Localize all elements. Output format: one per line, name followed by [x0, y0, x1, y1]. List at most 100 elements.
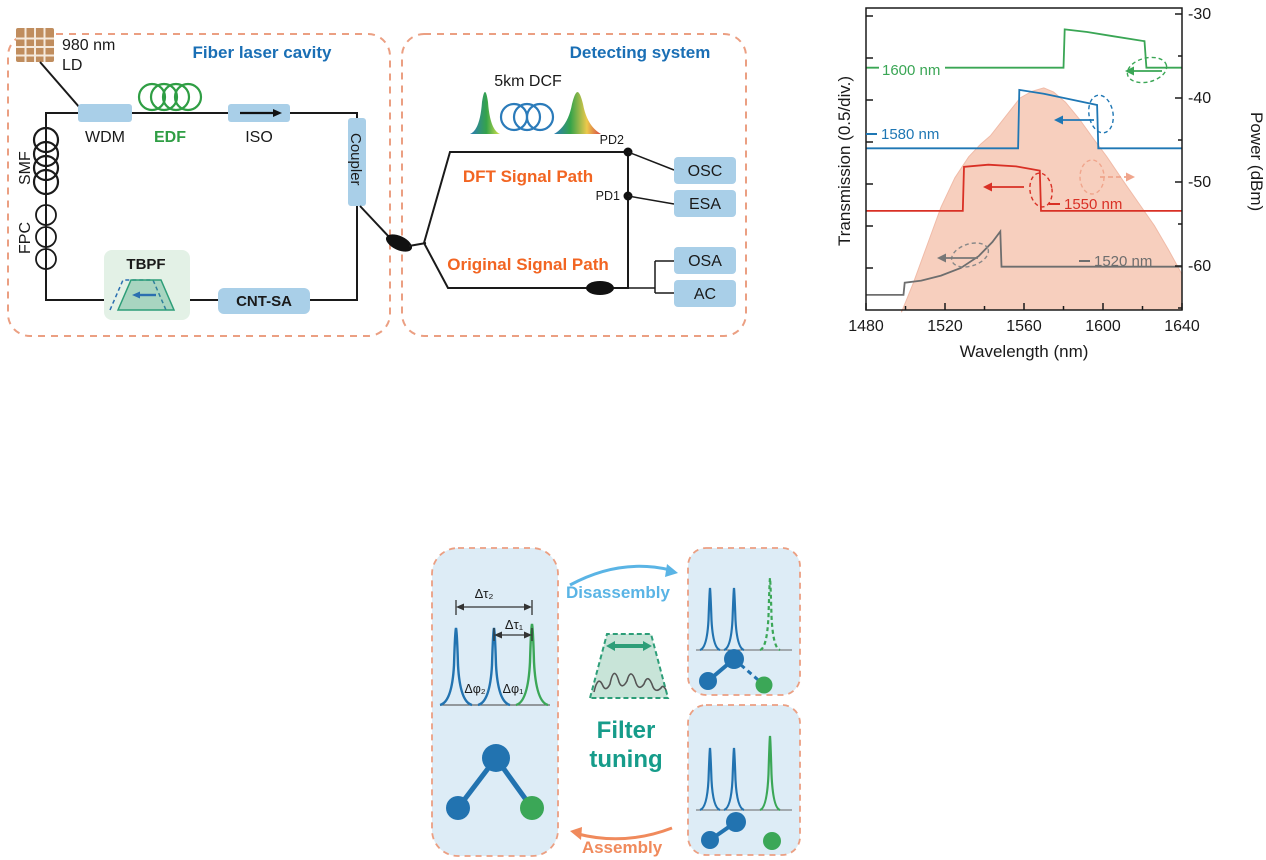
osa-box — [674, 247, 736, 274]
delta-tau2-label: Δτ₂ — [475, 586, 494, 601]
separation-measure-arrows — [455, 600, 533, 641]
tbpf-label: TBPF — [126, 256, 165, 273]
detecting-loop — [422, 151, 629, 289]
chart-annotations — [937, 56, 1168, 268]
compressed-pulse-icon — [470, 92, 500, 134]
bottom-coupler-icon — [586, 281, 614, 295]
y-tick-m40: -40 — [1188, 90, 1211, 107]
esa-box — [674, 190, 736, 217]
iso-arrow-icon — [240, 109, 282, 117]
original-path-label: Original Signal Path — [447, 255, 609, 274]
osa-label: OSA — [688, 253, 722, 270]
y-tick-m60: -60 — [1188, 258, 1211, 275]
series-line-1550-nm — [866, 163, 1182, 212]
spectrum-right-arrow-icon — [1100, 172, 1135, 182]
filter-tuning-title-line1: Filter — [597, 717, 656, 744]
fpc-loops-icon — [35, 204, 57, 270]
series-line-1520-nm — [866, 228, 1182, 296]
separation-arrowheads — [456, 603, 532, 639]
dft-path-label: DFT Signal Path — [463, 167, 593, 186]
molecule-state-left-panel — [431, 547, 559, 857]
fpc-label: FPC — [17, 222, 34, 254]
x-tick-1560: 1560 — [1006, 318, 1042, 335]
pump-fiber — [39, 61, 81, 109]
trimer-molecule-icon — [446, 744, 544, 820]
ac-box — [674, 280, 736, 307]
osc-label: OSC — [688, 163, 723, 180]
delta-tau1-label: Δτ₁ — [505, 617, 524, 632]
blue-trace-ellipse — [1088, 94, 1114, 134]
dcf-coil-icon — [499, 102, 555, 132]
osc-box — [674, 157, 736, 184]
green-left-arrow-icon — [1125, 66, 1162, 76]
blue-left-arrow-icon — [1054, 115, 1094, 125]
detecting-title: Detecting system — [570, 43, 711, 62]
pd2-label: PD2 — [600, 133, 624, 147]
cavity-box — [7, 33, 391, 337]
output-fiber — [359, 205, 392, 240]
esa-label: ESA — [689, 196, 721, 213]
filter-tuning-diagram: Δτ₂ Δτ₁ Δφ₂ Δφ₁ Disassembly Filter tunin… — [431, 547, 801, 857]
tunable-filter-icon — [588, 633, 670, 699]
trace-label-1600: 1600 nm — [882, 62, 940, 79]
cnt-sa-box — [218, 288, 310, 314]
cavity-title: Fiber laser cavity — [193, 43, 332, 62]
chart-frame — [865, 7, 1183, 311]
trace-label-1550: 1550 nm — [1064, 196, 1122, 213]
x-axis-tick-labels: 1480 1520 1560 1600 1640 — [848, 318, 1200, 335]
gray-trace-ellipse — [950, 242, 990, 268]
wdm-box — [78, 104, 132, 122]
disassembled-pulse-train — [696, 577, 792, 652]
edf-coil-icon — [137, 82, 203, 112]
spectra-chart: 1600 nm 1580 nm 1550 nm 1520 nm 1480 152… — [835, 6, 1266, 361]
filter-tuning-title-line2: tuning — [589, 746, 662, 773]
chart-series-layer — [866, 28, 1183, 313]
disassembly-label: Disassembly — [566, 583, 670, 602]
delta-phi1-label: Δφ₁ — [503, 682, 524, 696]
y-tick-m50: -50 — [1188, 174, 1211, 191]
green-trace-ellipse — [1126, 56, 1168, 84]
red-trace-ellipse — [1029, 172, 1053, 208]
dimer-molecule-icon — [701, 812, 781, 850]
spectrum-fill — [901, 87, 1183, 313]
edf-label: EDF — [154, 129, 186, 146]
pump-laser-diode-icon — [16, 28, 54, 62]
assembly-label: Assembly — [582, 838, 663, 857]
x-tick-1480: 1480 — [848, 318, 884, 335]
smf-coil-icon — [32, 126, 60, 196]
wdm-label: WDM — [85, 129, 125, 146]
y-tick-m30: -30 — [1188, 6, 1211, 23]
left-axis-title: Transmission (0.5/div.) — [835, 76, 854, 246]
assembly-arrow-icon — [570, 826, 673, 841]
x-tick-1640: 1640 — [1164, 318, 1200, 335]
assembled-state-panel — [687, 704, 801, 856]
trace-label-1520: 1520 nm — [1094, 253, 1152, 270]
instrument-connectors — [627, 151, 675, 294]
series-line-1580-nm — [866, 88, 1182, 150]
smf-label: SMF — [17, 151, 34, 185]
disassembled-state-panel — [687, 547, 801, 696]
trace-label-1580: 1580 nm — [881, 126, 939, 143]
detecting-box — [401, 33, 747, 337]
assembled-pulse-train — [696, 735, 792, 812]
right-axis-title: Power (dBm) — [1247, 112, 1266, 211]
tbpf-tuning-arrow-icon — [132, 291, 156, 299]
iso-label: ISO — [245, 129, 273, 146]
x-axis-title: Wavelength (nm) — [960, 342, 1089, 361]
dcf-label: 5km DCF — [494, 73, 562, 90]
gray-left-arrow-icon — [937, 253, 978, 263]
pump-label-980nm: 980 nm — [62, 37, 115, 54]
disassembled-molecule-icon — [699, 649, 773, 694]
ac-label: AC — [694, 286, 716, 303]
output-coupler-icon — [385, 234, 413, 252]
right-axis-tick-labels: -30 -40 -50 -60 — [1188, 6, 1211, 275]
coupler-label: Coupler — [347, 133, 364, 186]
x-tick-1600: 1600 — [1085, 318, 1121, 335]
delta-phi2-label: Δφ₂ — [464, 682, 485, 696]
red-left-arrow-icon — [983, 182, 1024, 192]
series-line-1600-nm — [866, 28, 1182, 69]
tbpf-filter — [104, 250, 190, 320]
trace-labels: 1600 nm 1580 nm 1550 nm 1520 nm — [866, 61, 1152, 270]
x-tick-1520: 1520 — [927, 318, 963, 335]
coupler-box — [348, 118, 366, 206]
